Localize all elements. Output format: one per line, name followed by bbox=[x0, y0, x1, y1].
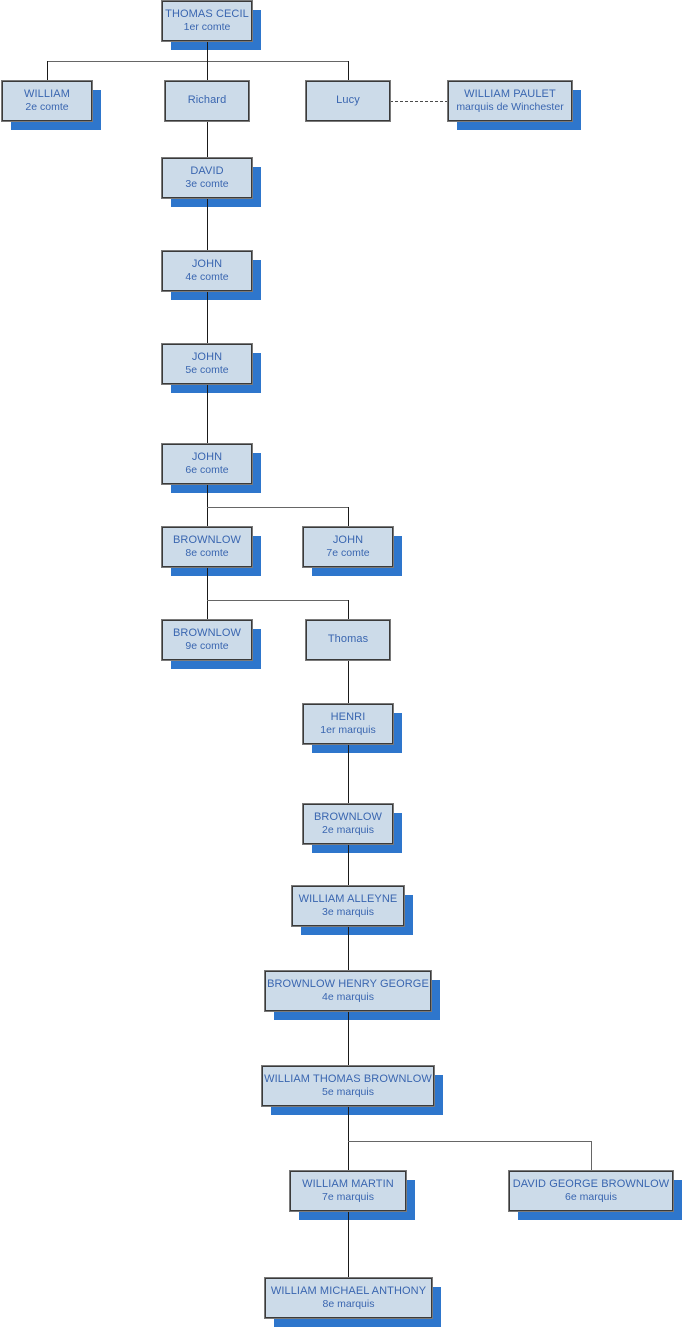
node-name: JOHN bbox=[332, 533, 364, 546]
node-name: JOHN bbox=[191, 257, 223, 270]
connector-brownlow8-down bbox=[207, 567, 208, 620]
node-title: 4e marquis bbox=[322, 991, 374, 1004]
connector-john6-bus bbox=[207, 507, 348, 508]
node-title: 1er marquis bbox=[320, 724, 376, 737]
connector-henrygeorge-to-wtb bbox=[348, 1011, 349, 1066]
node-title: 9e comte bbox=[185, 640, 229, 653]
node-name: WILLIAM THOMAS BROWNLOW bbox=[264, 1072, 432, 1085]
node-title: 2e comte bbox=[25, 101, 69, 114]
node-title: 2e marquis bbox=[322, 824, 374, 837]
connector-to-lucy bbox=[348, 61, 349, 81]
connector-david-to-john4 bbox=[207, 198, 208, 251]
connector-wtb-down bbox=[348, 1106, 349, 1171]
node-title: 7e comte bbox=[326, 547, 370, 560]
connector-to-richard bbox=[207, 61, 208, 81]
connector-bus-to-thomas bbox=[348, 600, 349, 620]
node-name: HENRI bbox=[330, 710, 366, 723]
node-title: 7e marquis bbox=[322, 1191, 374, 1204]
node-title: 4e comte bbox=[185, 271, 229, 284]
node-name: JOHN bbox=[191, 350, 223, 363]
connector-john5-to-john6 bbox=[207, 384, 208, 444]
node-name: WILLIAM MICHAEL ANTHONY bbox=[270, 1284, 427, 1297]
node-name: Lucy bbox=[336, 94, 360, 107]
node-name: DAVID GEORGE BROWNLOW bbox=[512, 1177, 670, 1190]
connector-brownlow8-bus bbox=[207, 600, 348, 601]
node-title: 8e comte bbox=[185, 547, 229, 560]
node-lucy[interactable]: Lucy bbox=[305, 80, 391, 122]
connector-john6-down bbox=[207, 484, 208, 527]
node-name: BROWNLOW bbox=[313, 810, 383, 823]
connector-to-william-2e bbox=[47, 61, 48, 81]
connector-alleyne-to-henrygeorge bbox=[348, 926, 349, 971]
node-title: 3e comte bbox=[185, 178, 229, 191]
connector-brownlow2-to-alleyne bbox=[348, 844, 349, 886]
node-name: WILLIAM ALLEYNE bbox=[298, 892, 398, 905]
node-title: 5e marquis bbox=[322, 1086, 374, 1099]
connector-john4-to-john5 bbox=[207, 291, 208, 344]
node-title: 3e marquis bbox=[322, 906, 374, 919]
node-name: Richard bbox=[187, 94, 227, 107]
node-title: 6e marquis bbox=[565, 1191, 617, 1204]
node-title: 5e comte bbox=[185, 364, 229, 377]
node-name: THOMAS CECIL bbox=[165, 7, 249, 20]
connector-bus-to-john7 bbox=[348, 507, 349, 527]
node-richard[interactable]: Richard bbox=[164, 80, 250, 122]
node-title: 1er comte bbox=[183, 21, 231, 34]
node-thomas[interactable]: Thomas bbox=[305, 619, 391, 661]
node-name: BROWNLOW bbox=[172, 533, 242, 546]
connector-lucy-paulet-marriage bbox=[390, 101, 448, 102]
node-name: WILLIAM bbox=[24, 87, 70, 100]
connector-wtb-bus bbox=[348, 1141, 591, 1142]
connector-sibling-bus-top bbox=[47, 61, 349, 62]
node-name: BROWNLOW bbox=[172, 626, 242, 639]
connector-richard-to-david bbox=[207, 121, 208, 158]
node-title: 6e comte bbox=[185, 464, 229, 477]
node-name: WILLIAM PAULET bbox=[464, 87, 556, 100]
connector-bus-to-david6 bbox=[591, 1141, 592, 1171]
node-name: DAVID bbox=[190, 164, 224, 177]
node-name: JOHN bbox=[191, 450, 223, 463]
connector-martin-to-michael bbox=[348, 1211, 349, 1278]
node-name: BROWNLOW HENRY GEORGE bbox=[267, 977, 429, 990]
node-name: Thomas bbox=[327, 633, 369, 646]
connector-henri-to-brownlow2 bbox=[348, 744, 349, 804]
node-name: WILLIAM MARTIN bbox=[302, 1177, 394, 1190]
node-title: 8e marquis bbox=[322, 1298, 375, 1311]
connector-thomas-to-henri bbox=[348, 660, 349, 704]
node-title: marquis de Winchester bbox=[456, 101, 564, 114]
